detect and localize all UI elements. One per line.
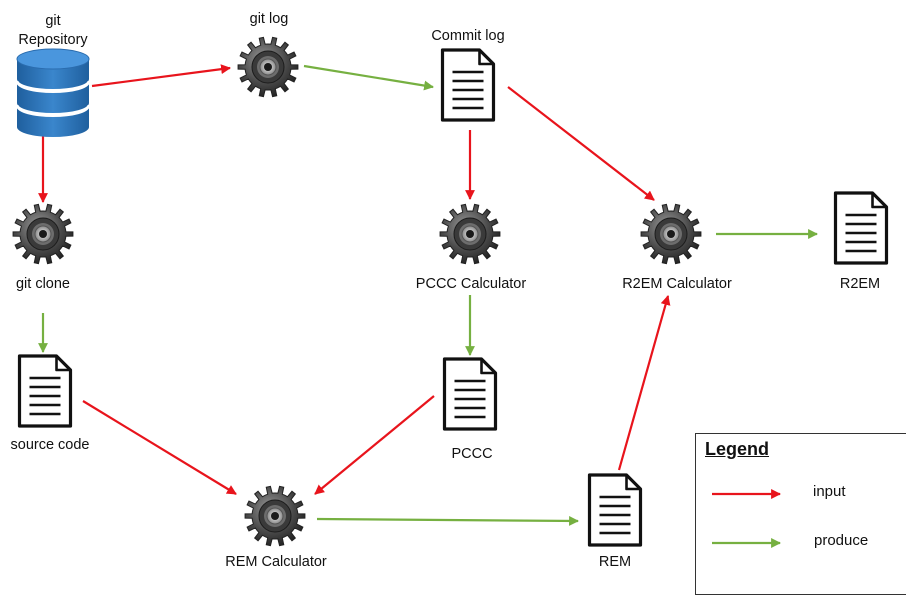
git-repository-label-line2: Repository bbox=[18, 32, 88, 48]
legend-produce-label: produce bbox=[814, 532, 869, 549]
git-repository-label-line1: git bbox=[45, 13, 61, 29]
edge-git-repository-to-git-log bbox=[91, 64, 231, 88]
r2em-label: R2EM bbox=[839, 276, 881, 292]
diagram-canvas: git Repository git log Commit log git cl… bbox=[10, 11, 906, 595]
git-clone-label: git clone bbox=[15, 276, 71, 292]
edge-source-code-to-rem-calculator bbox=[82, 400, 237, 495]
document-icon bbox=[17, 354, 73, 428]
gear-icon bbox=[244, 485, 306, 547]
diagram-svg bbox=[12, 36, 889, 547]
gear-icon bbox=[439, 203, 501, 265]
database-icon bbox=[15, 48, 91, 137]
document-icon bbox=[440, 48, 496, 122]
pccc-calculator-label: PCCC Calculator bbox=[415, 276, 527, 292]
document-icon bbox=[833, 191, 889, 265]
document-icon bbox=[442, 357, 498, 431]
commit-log-label: Commit log bbox=[431, 28, 505, 44]
legend-title: Legend bbox=[705, 439, 770, 459]
git-log-label: git log bbox=[249, 11, 289, 27]
rem-calculator-label: REM Calculator bbox=[225, 554, 327, 570]
edge-commit-log-to-r2em-calculator bbox=[507, 86, 655, 201]
gear-icon bbox=[12, 203, 74, 265]
legend-box: Legend input produce bbox=[695, 433, 906, 595]
edge-git-log-to-commit-log bbox=[303, 64, 434, 91]
document-icon bbox=[587, 473, 643, 547]
legend-swatches bbox=[712, 489, 781, 548]
rem-label: REM bbox=[598, 554, 632, 570]
gear-icon bbox=[640, 203, 702, 265]
edge-pccc-to-rem-calculator bbox=[314, 395, 435, 495]
r2em-calculator-label: R2EM Calculator bbox=[622, 276, 732, 292]
edge-rem-calculator-to-rem bbox=[316, 515, 579, 526]
source-code-label: source code bbox=[10, 437, 90, 453]
legend-input-label: input bbox=[813, 483, 846, 500]
pccc-label: PCCC bbox=[451, 446, 493, 462]
edge-rem-to-r2em-calculator bbox=[617, 295, 671, 471]
gear-icon bbox=[237, 36, 299, 98]
